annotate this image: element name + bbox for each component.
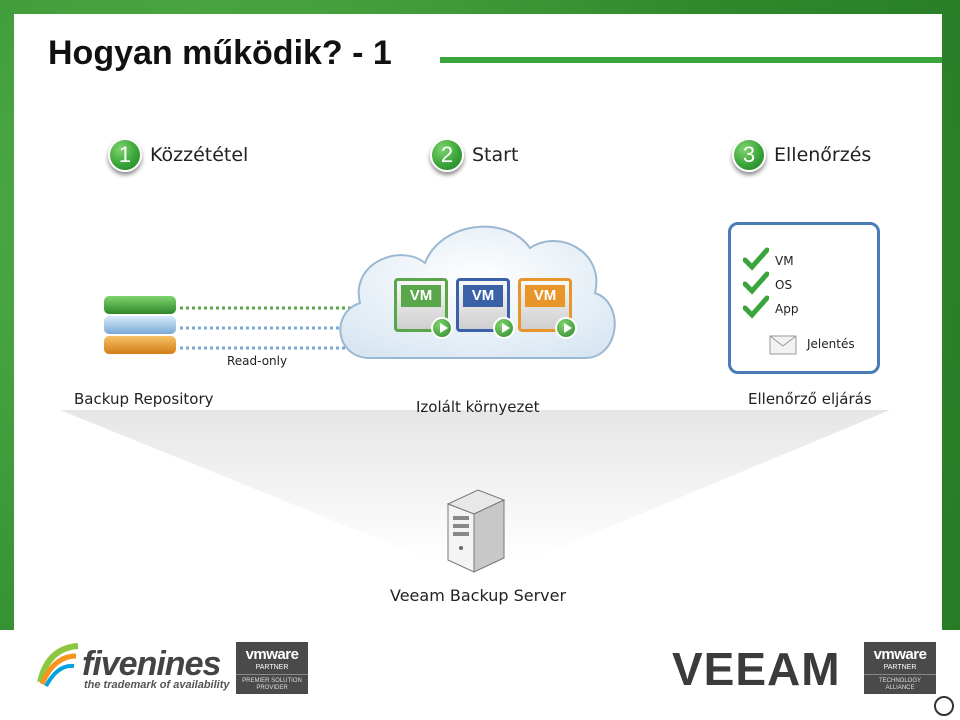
vm-label: VM (401, 285, 441, 307)
vm-label: VM (525, 285, 565, 307)
step-3: 3 Ellenőrzés (732, 138, 871, 172)
fivenines-tagline: the trademark of availability (84, 679, 230, 691)
vmware-partner-logo-right: vmware PARTNER TECHNOLOGY ALLIANCE (864, 642, 936, 694)
verification-label: Ellenőrző eljárás (748, 390, 872, 408)
step-1: 1 Közzététel (108, 138, 248, 172)
check-icon (743, 271, 769, 295)
step-label: Ellenőrzés (774, 144, 872, 166)
veeam-logo: VEEAM (672, 643, 841, 695)
check-icon (743, 247, 769, 271)
vmware-partner-text: PARTNER (236, 664, 308, 675)
verification-panel: VM OS App Jelentés (728, 222, 880, 374)
play-icon (493, 317, 515, 339)
play-icon (431, 317, 453, 339)
page-title: Hogyan működik? - 1 (48, 34, 400, 74)
server-label: Veeam Backup Server (390, 586, 567, 605)
vm-tile: VM (456, 278, 515, 339)
check-app-label: App (775, 302, 799, 316)
step-label: Start (472, 144, 519, 166)
database-icon (104, 296, 176, 354)
fivenines-swirl-icon (37, 643, 79, 687)
play-icon (555, 317, 577, 339)
vmware-partner-text: PARTNER (864, 664, 936, 675)
step-2: 2 Start (430, 138, 518, 172)
fivenines-logo: fivenines (82, 645, 221, 683)
step-number-badge: 1 (108, 138, 142, 172)
envelope-icon (769, 335, 797, 355)
check-os-label: OS (775, 278, 793, 292)
vmware-partner-logo-left: vmware PARTNER PREMIER SOLUTION PROVIDER (236, 642, 308, 694)
check-vm-label: VM (775, 254, 794, 268)
report-label: Jelentés (807, 337, 855, 351)
logo-footer (0, 630, 960, 720)
step-number-badge: 2 (430, 138, 464, 172)
repository-label: Backup Repository (74, 390, 214, 408)
vmware-sub-text: TECHNOLOGY ALLIANCE (878, 678, 921, 691)
step-label: Közzététel (150, 144, 249, 166)
vmware-brand: vmware (245, 646, 299, 663)
readonly-label: Read-only (227, 354, 288, 368)
server-icon (446, 489, 506, 573)
vm-tile: VM (394, 278, 453, 339)
step-number-badge: 3 (732, 138, 766, 172)
isolated-env-label: Izolált környezet (416, 398, 540, 416)
title-underline (440, 57, 942, 63)
vmware-sub-text: PREMIER SOLUTION PROVIDER (242, 678, 302, 691)
vm-label: VM (463, 285, 503, 307)
vm-tile: VM (518, 278, 577, 339)
check-icon (743, 295, 769, 319)
timer-icon (934, 696, 954, 716)
vmware-brand: vmware (873, 646, 927, 663)
